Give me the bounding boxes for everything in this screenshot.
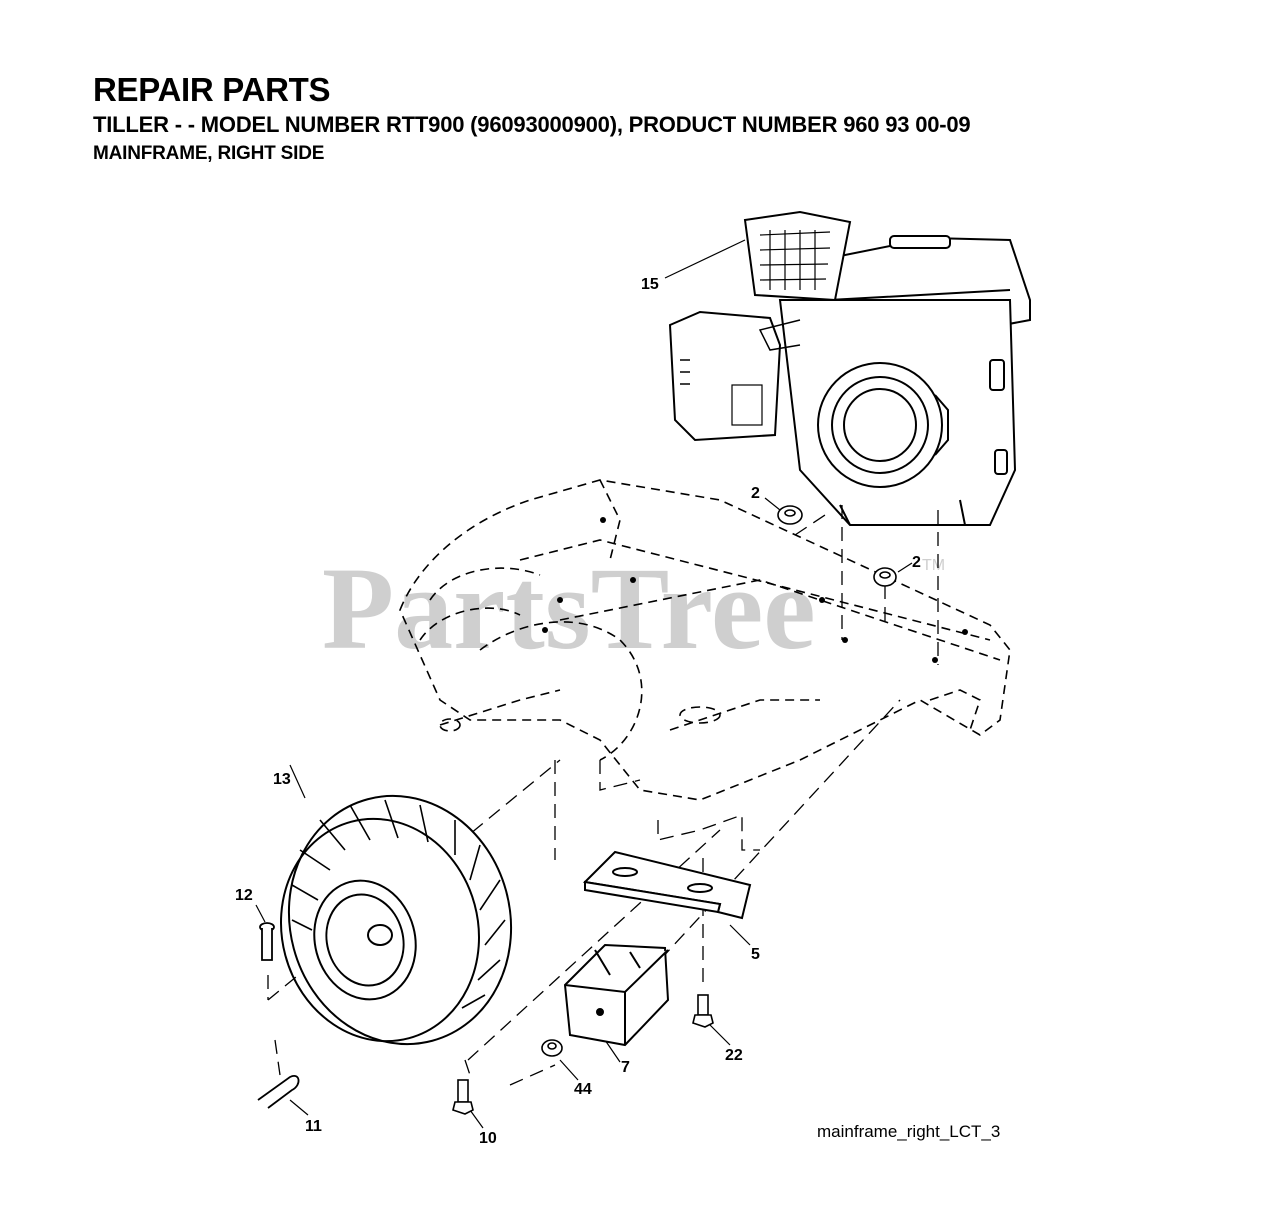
leader-lines	[255, 239, 913, 1129]
engine-nut-lower-illustration	[873, 567, 897, 587]
section-title: MAINFRAME, RIGHT SIDE	[93, 143, 325, 164]
callout-engine: 15	[641, 276, 659, 293]
callout-bolt-right: 22	[725, 1047, 743, 1064]
drawing-code: mainframe_right_LCT_3	[817, 1122, 1000, 1141]
callout-weight: 7	[621, 1059, 630, 1076]
locknut-illustration	[541, 1039, 563, 1057]
clevis-pin-illustration	[259, 922, 275, 961]
callout-locknut: 44	[574, 1081, 592, 1098]
watermark-trademark: TM	[922, 557, 945, 574]
hairpin-clip-illustration	[257, 1075, 300, 1109]
mainframe-phantom	[399, 479, 1011, 801]
bolt-right-illustration	[692, 994, 714, 1028]
callout-nut-upper: 2	[751, 485, 760, 502]
page-title: REPAIR PARTS	[93, 71, 331, 108]
callout-hairpin: 11	[305, 1118, 322, 1135]
engine-nut-upper-illustration	[777, 505, 803, 525]
mainframe-holes	[542, 517, 968, 663]
watermark: PartsTree	[322, 543, 816, 674]
engine-illustration	[668, 210, 1031, 526]
page-header: REPAIR PARTS TILLER - - MODEL NUMBER RTT…	[93, 70, 971, 168]
tire-tread	[291, 799, 506, 1009]
callout-clevis-pin: 12	[235, 887, 253, 904]
callout-bracket: 5	[751, 946, 760, 963]
callout-bolt-left: 10	[479, 1130, 497, 1147]
wheel-tire-illustration	[280, 794, 513, 1046]
model-subtitle: TILLER - - MODEL NUMBER RTT900 (96093000…	[93, 112, 971, 137]
bracket-illustration	[582, 850, 752, 920]
callout-wheel: 13	[273, 771, 291, 788]
air-filter-grid	[759, 230, 831, 290]
bolt-left-illustration	[452, 1079, 474, 1115]
weight-illustration	[563, 943, 670, 1047]
callout-nut-lower: 2	[912, 554, 921, 571]
